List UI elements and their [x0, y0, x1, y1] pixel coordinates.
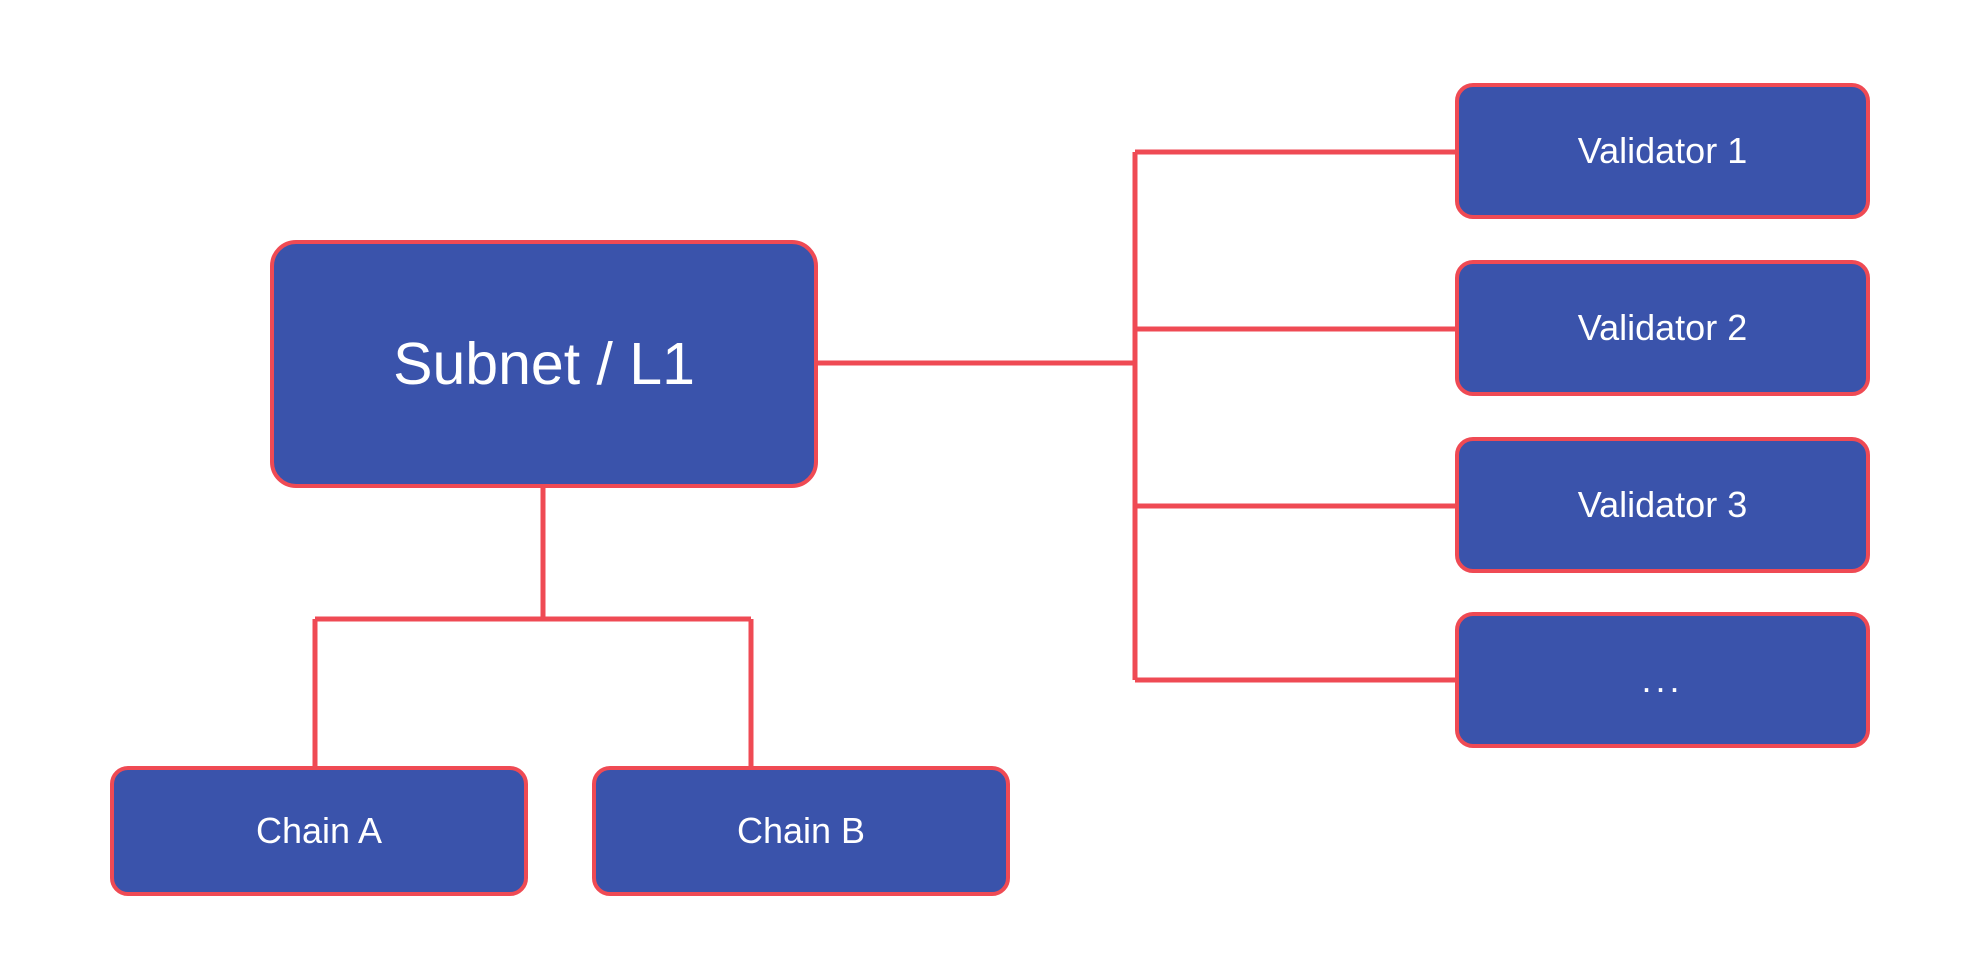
node-chain-a-label: Chain A	[255, 810, 383, 852]
node-validator-1[interactable]: Validator 1	[1455, 83, 1870, 219]
node-validator-2[interactable]: Validator 2	[1455, 260, 1870, 396]
node-chain-a[interactable]: Chain A	[110, 766, 528, 896]
node-subnet-l1[interactable]: Subnet / L1	[270, 240, 818, 488]
node-validator-ellipsis-label: ...	[1641, 659, 1684, 701]
node-validator-3[interactable]: Validator 3	[1455, 437, 1870, 573]
node-subnet-l1-label: Subnet / L1	[393, 330, 695, 397]
node-validator-1-label: Validator 1	[1577, 130, 1748, 172]
node-chain-b-label: Chain B	[736, 810, 866, 852]
node-chain-b[interactable]: Chain B	[592, 766, 1010, 896]
node-validator-3-label: Validator 3	[1577, 484, 1748, 526]
node-validator-ellipsis[interactable]: ...	[1455, 612, 1870, 748]
node-validator-2-label: Validator 2	[1577, 307, 1748, 349]
